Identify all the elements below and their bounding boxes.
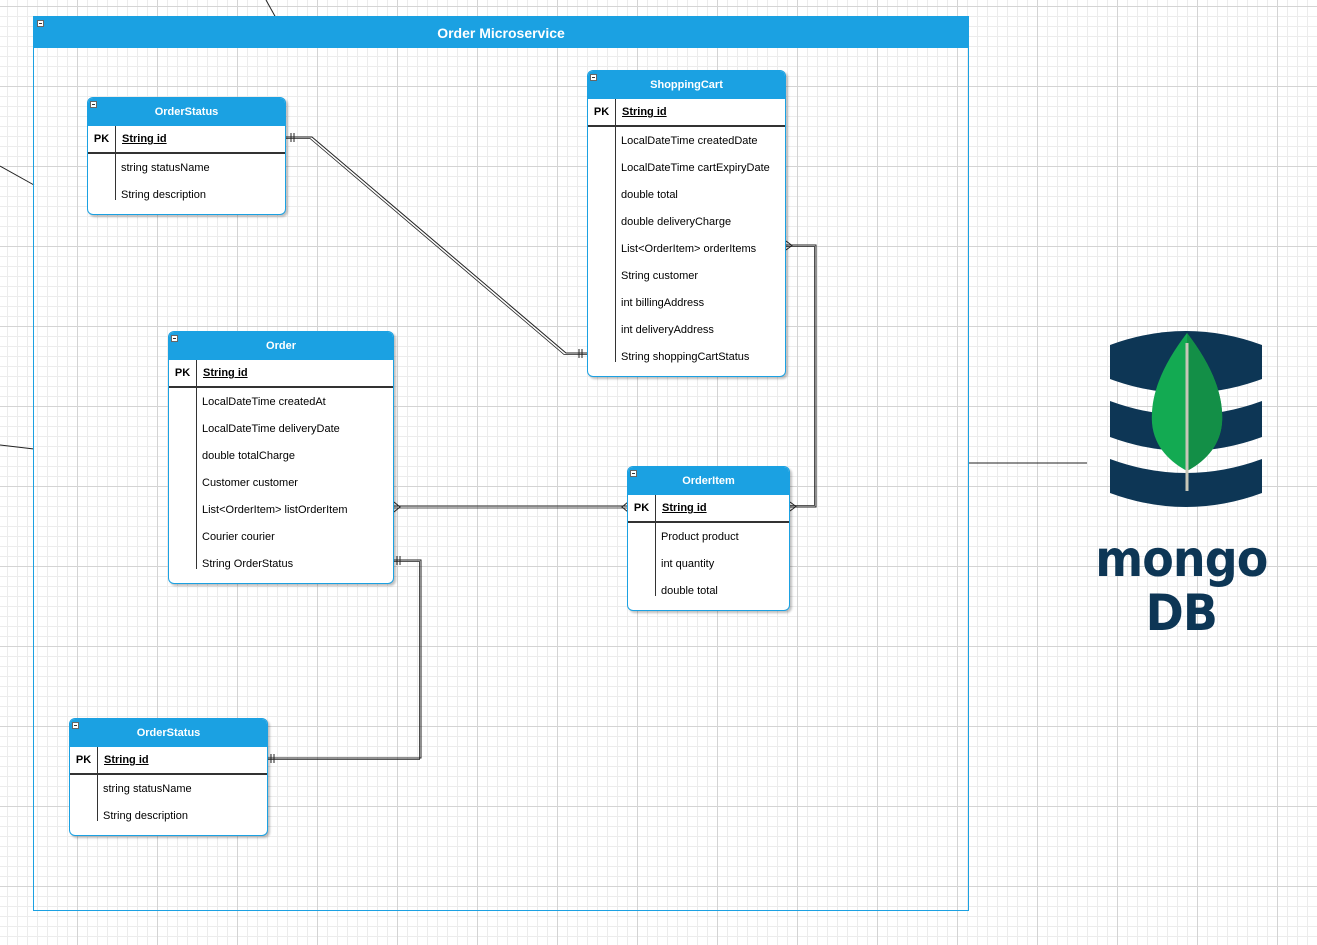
order-microservice-container[interactable]: Order Microservice xyxy=(33,16,969,911)
attribute-row[interactable]: String customer xyxy=(621,269,699,282)
pk-label: PK xyxy=(88,126,116,152)
entity-orderstatus-top[interactable]: OrderStatus PK String id string statusNa… xyxy=(87,97,286,215)
pk-label: PK xyxy=(628,495,656,521)
collapse-icon[interactable] xyxy=(72,722,79,729)
container-header[interactable]: Order Microservice xyxy=(34,17,968,48)
attribute-row[interactable]: double total xyxy=(661,584,718,597)
mongodb-logo-text: mongo DB xyxy=(1095,530,1268,642)
pk-label: PK xyxy=(169,360,197,386)
external-connector-left-upper xyxy=(0,165,35,186)
attribute-row[interactable]: String description xyxy=(121,188,206,201)
pk-label: PK xyxy=(70,747,98,773)
entity-orderitem[interactable]: OrderItem PK String id Product product i… xyxy=(627,466,790,611)
attribute-row[interactable]: string statusName xyxy=(121,161,210,174)
collapse-icon[interactable] xyxy=(630,470,637,477)
pk-row[interactable]: PK String id xyxy=(88,126,285,154)
attribute-row[interactable]: String description xyxy=(103,809,188,822)
pk-field: String id xyxy=(622,106,667,118)
attribute-row[interactable]: LocalDateTime createdDate xyxy=(621,134,758,147)
entity-header[interactable]: ShoppingCart xyxy=(588,71,785,99)
attribute-row[interactable]: double deliveryCharge xyxy=(621,215,732,228)
attribute-list: string statusName String description xyxy=(70,775,267,829)
attribute-row[interactable]: int quantity xyxy=(661,557,715,570)
entity-title: Order xyxy=(266,339,296,352)
attribute-row[interactable]: LocalDateTime deliveryDate xyxy=(202,422,340,435)
mongodb-database-icon[interactable] xyxy=(1106,323,1266,515)
attribute-list: Product product int quantity double tota… xyxy=(628,523,789,604)
attribute-row[interactable]: int deliveryAddress xyxy=(621,323,714,336)
pk-row[interactable]: PK String id xyxy=(169,360,393,388)
attribute-row[interactable]: List<OrderItem> orderItems xyxy=(621,242,757,255)
entity-shoppingcart[interactable]: ShoppingCart PK String id LocalDateTime … xyxy=(587,70,786,377)
entity-header[interactable]: OrderItem xyxy=(628,467,789,495)
pk-field: String id xyxy=(104,754,149,766)
pk-field: String id xyxy=(122,133,167,145)
pk-field: String id xyxy=(662,502,707,514)
pk-row[interactable]: PK String id xyxy=(588,99,785,127)
external-connector-left-lower xyxy=(0,444,35,450)
collapse-icon[interactable] xyxy=(37,20,44,27)
entity-title: OrderItem xyxy=(682,474,735,487)
entity-title: OrderStatus xyxy=(154,105,219,118)
attribute-row[interactable]: LocalDateTime createdAt xyxy=(202,395,326,408)
attribute-row[interactable]: List<OrderItem> listOrderItem xyxy=(202,503,348,516)
entity-title: ShoppingCart xyxy=(650,78,723,91)
attribute-row[interactable]: double totalCharge xyxy=(202,449,295,462)
attribute-list: LocalDateTime createdDate LocalDateTime … xyxy=(588,127,785,370)
pk-field: String id xyxy=(203,367,248,379)
entity-header[interactable]: OrderStatus xyxy=(88,98,285,126)
attribute-row[interactable]: Customer customer xyxy=(202,476,298,489)
attribute-row[interactable]: Courier courier xyxy=(202,530,275,543)
collapse-icon[interactable] xyxy=(90,101,97,108)
entity-header[interactable]: Order xyxy=(169,332,393,360)
attribute-row[interactable]: int billingAddress xyxy=(621,296,705,309)
pk-row[interactable]: PK String id xyxy=(70,747,267,775)
collapse-icon[interactable] xyxy=(171,335,178,342)
collapse-icon[interactable] xyxy=(590,74,597,81)
attribute-list: string statusName String description xyxy=(88,154,285,208)
container-title: Order Microservice xyxy=(437,24,565,41)
attribute-row[interactable]: String shoppingCartStatus xyxy=(621,350,750,363)
attribute-row[interactable]: String OrderStatus xyxy=(202,557,294,570)
pk-row[interactable]: PK String id xyxy=(628,495,789,523)
attribute-row[interactable]: string statusName xyxy=(103,782,192,795)
attribute-list: LocalDateTime createdAt LocalDateTime de… xyxy=(169,388,393,577)
entity-orderstatus-bottom[interactable]: OrderStatus PK String id string statusNa… xyxy=(69,718,268,836)
entity-header[interactable]: OrderStatus xyxy=(70,719,267,747)
attribute-row[interactable]: double total xyxy=(621,188,678,201)
attribute-row[interactable]: Product product xyxy=(661,530,739,543)
pk-label: PK xyxy=(588,99,616,125)
entity-title: OrderStatus xyxy=(136,726,201,739)
entity-order[interactable]: Order PK String id LocalDateTime created… xyxy=(168,331,394,584)
attribute-row[interactable]: LocalDateTime cartExpiryDate xyxy=(621,161,770,174)
